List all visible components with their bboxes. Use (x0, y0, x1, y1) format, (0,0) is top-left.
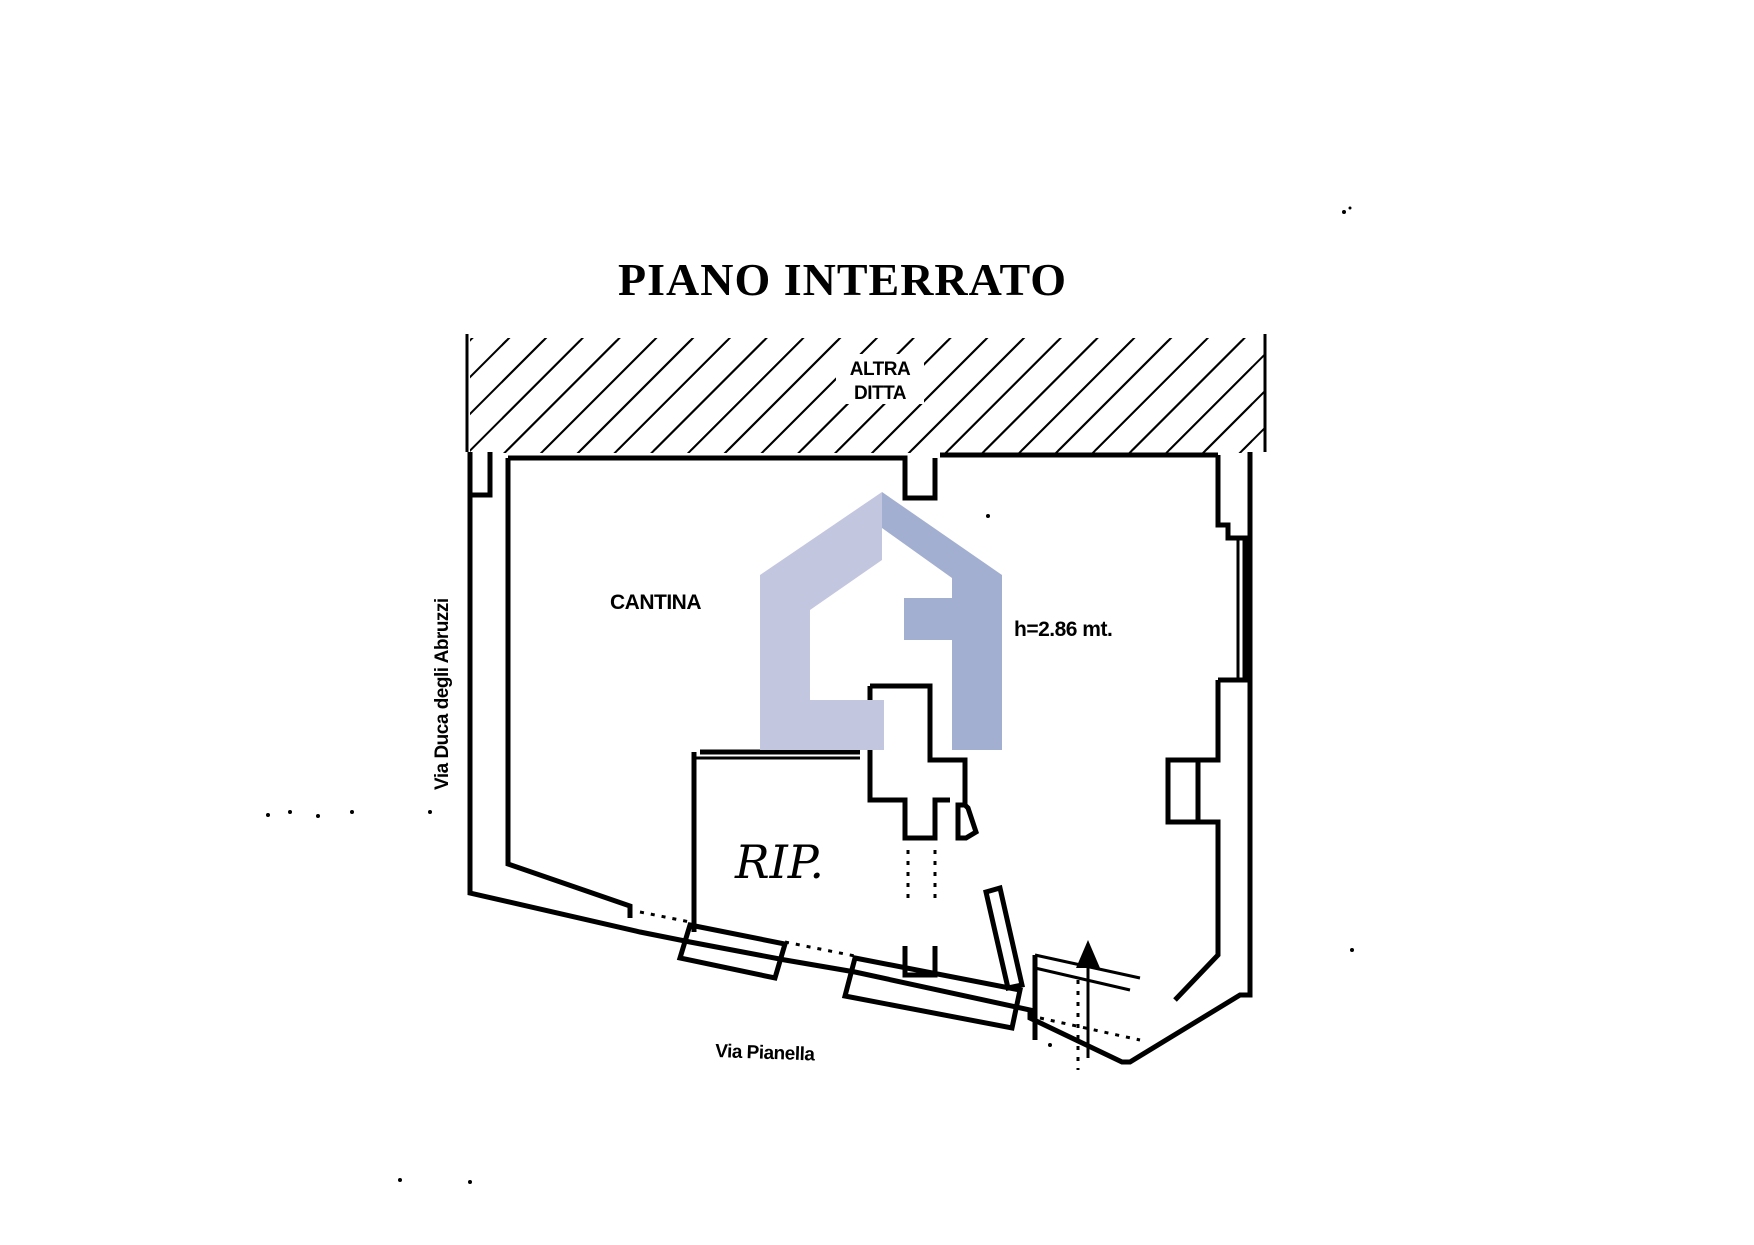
room-label-cantina: CANTINA (610, 591, 701, 614)
height-note: h=2.86 mt. (1014, 618, 1112, 641)
entrance-arrow-icon (1076, 940, 1100, 968)
street-label-left: Via Duca degli Abruzzi (432, 598, 453, 790)
house-logo-icon (760, 492, 1002, 750)
central-structure (867, 683, 1025, 991)
building-walls (467, 452, 1253, 1065)
watermark (760, 492, 1002, 750)
entrance-stair (1032, 940, 1100, 1070)
neighbor-property-area: ALTRA DITTA (465, 334, 1267, 453)
neighbor-label-line2: DITTA (854, 383, 907, 404)
room-label-storage: RIP. (734, 835, 824, 889)
street-label-bottom: Via Pianella (715, 1041, 816, 1065)
storage-room (691, 749, 860, 932)
plan-title: PIANO INTERRATO (618, 254, 1067, 305)
scan-specks (266, 206, 1354, 1184)
street-windows (639, 910, 1141, 1042)
neighbor-label-line1: ALTRA (850, 359, 911, 380)
